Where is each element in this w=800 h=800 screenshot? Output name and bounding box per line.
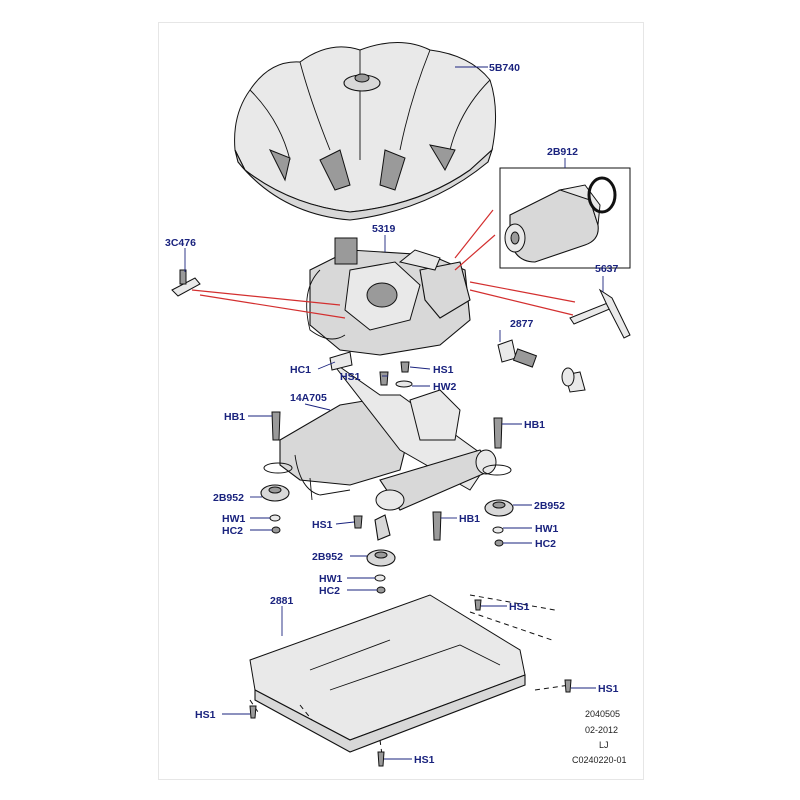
label-2B952-center: 2B952	[312, 551, 343, 563]
compressor-cover	[234, 42, 497, 221]
label-2B912: 2B912	[547, 146, 578, 158]
label-5319: 5319	[372, 223, 396, 235]
label-HC2-left: HC2	[222, 525, 243, 537]
drawing-reference: 2040505 02-2012 LJ C0240220-01	[572, 709, 627, 765]
label-HS1-tray-top: HS1	[509, 601, 530, 613]
label-HS1-center: HS1	[312, 519, 333, 531]
label-HC1: HC1	[290, 364, 311, 376]
valve-kit	[497, 339, 586, 393]
compressor-unit	[306, 237, 471, 356]
label-HS1-tray-right: HS1	[598, 683, 619, 695]
label-HS1-upper: HS1	[433, 364, 454, 376]
label-5B740: 5B740	[489, 62, 520, 74]
label-HS1-tray-left: HS1	[195, 709, 216, 721]
undertray	[249, 594, 572, 767]
label-HS1-tray-bottom: HS1	[414, 754, 435, 766]
label-HS1-left: HS1	[340, 371, 361, 383]
label-HW1-center: HW1	[319, 573, 342, 585]
reference-initials: LJ	[599, 740, 609, 750]
bolts	[271, 351, 503, 541]
callout-labels: 5B740 2B912 5319 3C476 5637 2877 HC1 HS1…	[165, 62, 619, 766]
label-HW1-left: HW1	[222, 513, 245, 525]
label-HW2: HW2	[433, 381, 456, 393]
pipe-fitting	[171, 269, 201, 297]
label-HB1-right: HB1	[524, 419, 545, 431]
label-2B952-right: 2B952	[534, 500, 565, 512]
bracket-pin	[569, 288, 631, 339]
label-2877: 2877	[510, 318, 534, 330]
label-3C476: 3C476	[165, 237, 196, 249]
reference-number: 2040505	[585, 709, 620, 719]
label-HB1-left: HB1	[224, 411, 245, 423]
label-2881: 2881	[270, 595, 294, 607]
reservoir-bracket	[263, 359, 512, 541]
label-HC2-right: HC2	[535, 538, 556, 550]
label-HB1-center: HB1	[459, 513, 480, 525]
isolator-mounts	[260, 484, 514, 594]
leader-lines	[184, 66, 604, 760]
label-HW1-right: HW1	[535, 523, 558, 535]
reference-code: C0240220-01	[572, 755, 627, 765]
motor-assembly	[499, 167, 631, 269]
label-5637: 5637	[595, 263, 619, 275]
label-HC2-center: HC2	[319, 585, 340, 597]
reference-date: 02-2012	[585, 725, 618, 735]
label-14A705: 14A705	[290, 392, 327, 404]
label-2B952-left: 2B952	[213, 492, 244, 504]
red-guide-lines	[191, 209, 576, 319]
